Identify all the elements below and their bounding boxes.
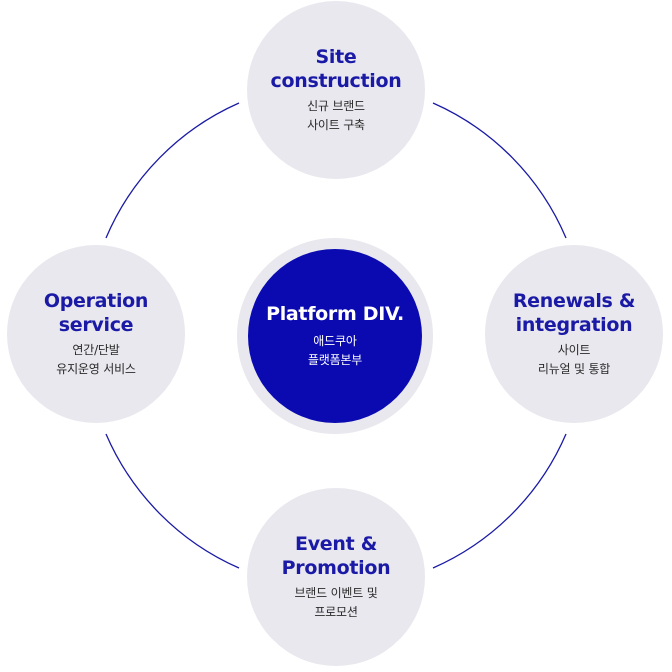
node-site-construction: Site construction 신규 브랜드 사이트 구축 xyxy=(247,1,425,179)
node-event-promotion: Event & Promotion 브랜드 이벤트 및 프로모션 xyxy=(247,488,425,666)
node-description: 브랜드 이벤트 및 프로모션 xyxy=(294,586,378,619)
node-renewals-integration: Renewals & integration 사이트 리뉴얼 및 통합 xyxy=(485,245,663,423)
node-title: Operation service xyxy=(43,290,149,336)
node-description: 신규 브랜드 사이트 구축 xyxy=(307,99,365,132)
node-description: 사이트 리뉴얼 및 통합 xyxy=(537,343,611,376)
arc-right-bottom xyxy=(432,433,567,569)
center-description: 애드쿠아 플랫폼본부 xyxy=(307,334,363,367)
center-title: Platform DIV. xyxy=(266,303,404,325)
node-title: Event & Promotion xyxy=(281,533,391,579)
node-title: Site construction xyxy=(270,46,402,92)
arc-left-top xyxy=(105,102,240,239)
node-title: Renewals & integration xyxy=(512,290,636,336)
arc-bottom-left xyxy=(105,433,240,569)
node-operation-service: Operation service 연간/단발 유지운영 서비스 xyxy=(7,245,185,423)
node-description: 연간/단발 유지운영 서비스 xyxy=(56,343,136,376)
center-platform-division: Platform DIV. 애드쿠아 플랫폼본부 xyxy=(248,249,422,423)
arc-top-right xyxy=(432,102,567,239)
